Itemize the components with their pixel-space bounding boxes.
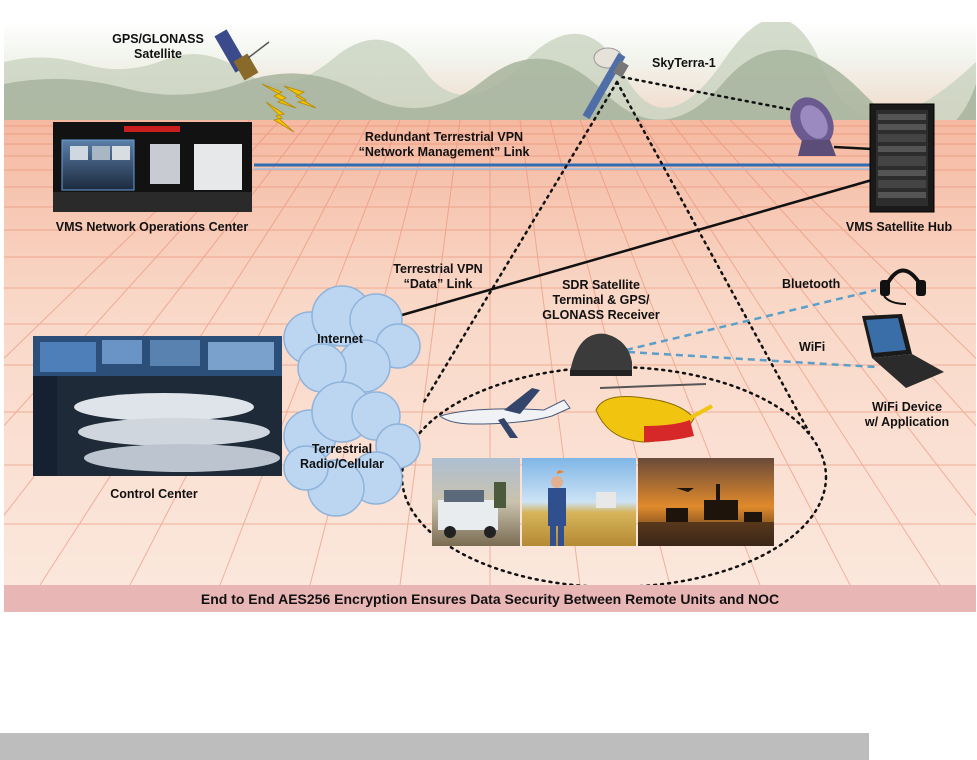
encryption-banner: End to End AES256 Encryption Ensures Dat… <box>4 585 976 612</box>
redundant-link-label: Redundant Terrestrial VPN“Network Manage… <box>358 130 530 159</box>
sdr-terminal-icon <box>570 333 632 376</box>
internet-cloud-icon <box>283 285 421 393</box>
internet-label: Internet <box>317 332 363 346</box>
satellite-hub-rack-icon <box>869 103 935 213</box>
noc-label: VMS Network Operations Center <box>55 220 249 234</box>
laptop-icon <box>862 314 944 388</box>
skyterra-satellite-icon <box>582 47 629 120</box>
field-worker-photo <box>522 458 636 546</box>
control-center-label: Control Center <box>110 487 198 501</box>
bottom-gray-bar <box>0 733 869 760</box>
radio-cellular-cloud-icon <box>283 381 421 517</box>
wifi-label: WiFi <box>799 340 826 354</box>
diagram-artwork <box>4 22 976 589</box>
signal-bolt-icon <box>261 83 317 133</box>
noc-photo <box>53 122 252 212</box>
satellite-hub-label: VMS Satellite Hub <box>845 220 953 234</box>
aircraft-icon <box>438 388 571 438</box>
gps-satellite-icon <box>214 29 270 81</box>
control-center-photo <box>33 336 282 476</box>
data-link-label: Terrestrial VPN“Data” Link <box>393 262 483 291</box>
skyterra-label: SkyTerra-1 <box>652 56 716 70</box>
satellite-dish-icon <box>790 97 836 156</box>
vehicle-photo <box>432 458 520 546</box>
encryption-banner-text: End to End AES256 Encryption Ensures Dat… <box>200 590 780 607</box>
oil-rig-photo <box>638 458 774 546</box>
bluetooth-label: Bluetooth <box>782 277 841 291</box>
helicopter-icon <box>595 383 713 443</box>
headset-icon <box>880 268 926 305</box>
